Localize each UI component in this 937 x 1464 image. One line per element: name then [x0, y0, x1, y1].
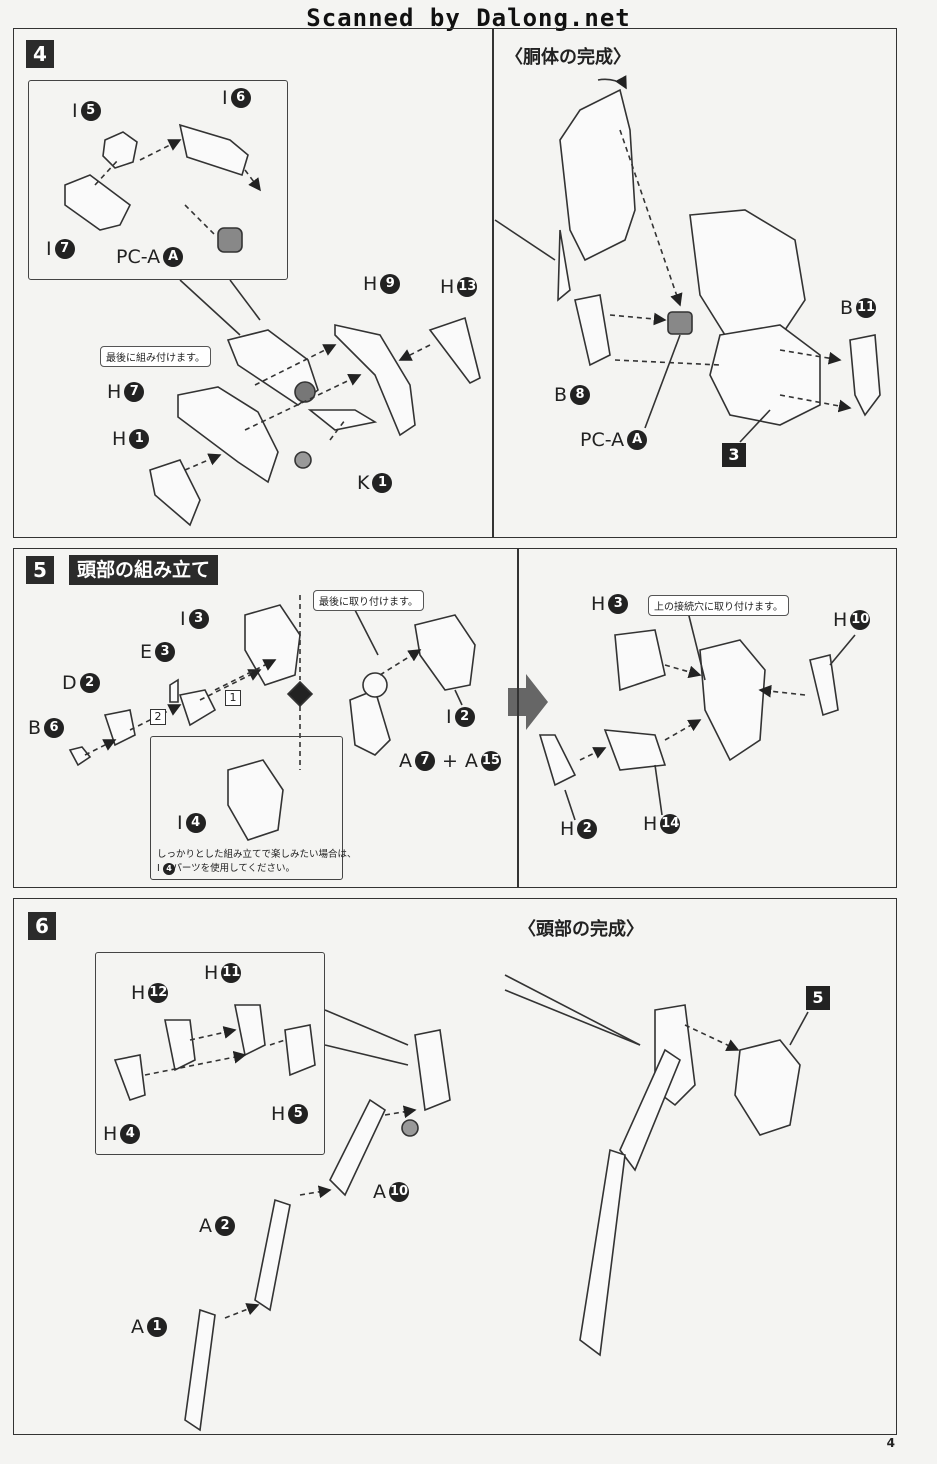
- step5-hint-line1: しっかりとした組み立てで楽しみたい場合は、: [157, 849, 357, 860]
- step4-divider: [492, 28, 494, 538]
- step4-main-parts: [149, 316, 481, 527]
- step5-panel: [13, 548, 897, 888]
- step5-head-completion: [538, 629, 839, 787]
- watermark: Scanned by Dalong.net: [306, 4, 631, 32]
- step4-torso-completion: [557, 75, 881, 426]
- step6-head-completion: [579, 1004, 801, 1357]
- order-marker-1: 1: [225, 690, 241, 706]
- step-ref-3: 3: [722, 443, 746, 467]
- step6-subassembly-box: [95, 952, 325, 1155]
- step4-panel: [13, 28, 897, 538]
- step5-hint-line2: I のパーツを使用してください。: [157, 863, 296, 874]
- step-ref-5: 5: [806, 986, 830, 1010]
- step4-subassembly-box: [28, 80, 288, 280]
- step6-panel: [13, 898, 897, 1435]
- order-marker-2: 2: [150, 709, 166, 725]
- step4-note-last: 最後に組み付けます。: [100, 346, 211, 367]
- torso-completion-heading: 〈胴体の完成〉: [505, 47, 631, 68]
- head-completion-heading: 〈頭部の完成〉: [518, 919, 644, 940]
- step6-arm-parts: [113, 1004, 451, 1432]
- step5-head-parts: [68, 604, 476, 841]
- step5-note-last: 最後に取り付けます。: [313, 590, 424, 611]
- step4-number: 4: [26, 40, 54, 68]
- step5-hint-num: 4: [163, 863, 175, 875]
- step6-number: 6: [28, 912, 56, 940]
- step5-alt-part-box: [150, 736, 343, 880]
- step5-title: 頭部の組み立て: [69, 555, 219, 585]
- step5-number: 5: [26, 556, 54, 584]
- page-number: 4: [886, 1436, 895, 1450]
- step4-subassembly-parts: [64, 123, 249, 253]
- step5-divider: [517, 548, 519, 888]
- step5-note-upper-hole: 上の接続穴に取り付けます。: [648, 595, 789, 616]
